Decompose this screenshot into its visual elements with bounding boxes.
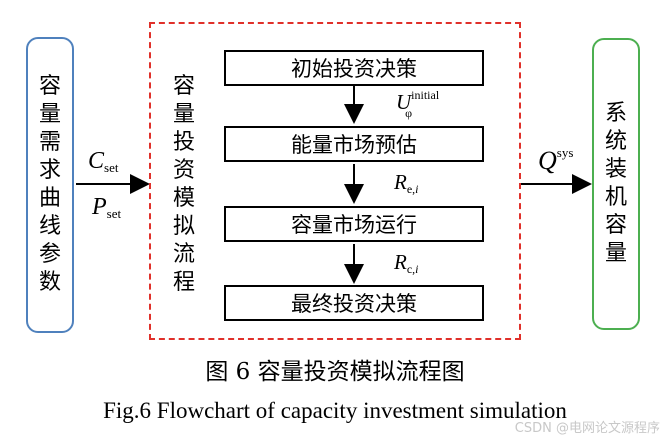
mid-label-char: 投 — [172, 130, 195, 155]
mid-label-char: 模 — [172, 186, 195, 211]
label-r-c-i: Rc,i — [394, 250, 419, 276]
left-box-char: 容 — [38, 74, 61, 99]
left-box-char: 线 — [38, 214, 61, 239]
left-box-char: 参 — [38, 242, 61, 267]
right-box-char: 装 — [604, 157, 627, 182]
watermark: CSDN @电网论文源程序 — [514, 421, 660, 436]
left-box-char: 求 — [38, 158, 61, 183]
simulation-process-label: 容 量 投 资 模 拟 流 程 — [166, 72, 202, 298]
mid-label-char: 容 — [172, 74, 195, 99]
system-installed-capacity-box: 系 统 装 机 容 量 — [592, 38, 640, 330]
mid-label-char: 程 — [172, 270, 195, 295]
mid-label-char: 量 — [172, 102, 195, 127]
right-box-char: 机 — [604, 185, 627, 210]
figure-caption-english: Fig.6 Flowchart of capacity investment s… — [103, 398, 567, 423]
label-q-sys: Qsys — [538, 145, 574, 175]
label-u-initial: Uinitialφ — [396, 88, 440, 120]
mid-label-char: 资 — [172, 158, 195, 183]
mid-label-char: 流 — [172, 242, 195, 267]
step-initial-investment-decision: 初始投资决策 — [224, 50, 484, 86]
right-box-char: 系 — [604, 101, 627, 126]
right-box-char: 量 — [604, 241, 627, 266]
left-box-char: 需 — [38, 130, 61, 155]
label-p-set: Pset — [92, 194, 122, 221]
mid-label-char: 拟 — [172, 214, 195, 239]
step-energy-market-forecast: 能量市场预估 — [224, 126, 484, 162]
step-capacity-market-operation: 容量市场运行 — [224, 206, 484, 242]
left-box-char: 曲 — [38, 186, 61, 211]
capacity-demand-curve-params-box: 容 量 需 求 曲 线 参 数 — [26, 37, 74, 333]
right-box-char: 统 — [604, 129, 627, 154]
left-box-char: 数 — [38, 270, 61, 295]
label-r-e-i: Re,i — [394, 170, 419, 196]
figure-caption-chinese: 图 6 容量投资模拟流程图 — [205, 359, 465, 385]
left-box-char: 量 — [38, 102, 61, 127]
label-c-set: Cset — [88, 148, 119, 175]
right-box-char: 容 — [604, 213, 627, 238]
step-final-investment-decision: 最终投资决策 — [224, 285, 484, 321]
simulation-process-container — [149, 22, 521, 340]
